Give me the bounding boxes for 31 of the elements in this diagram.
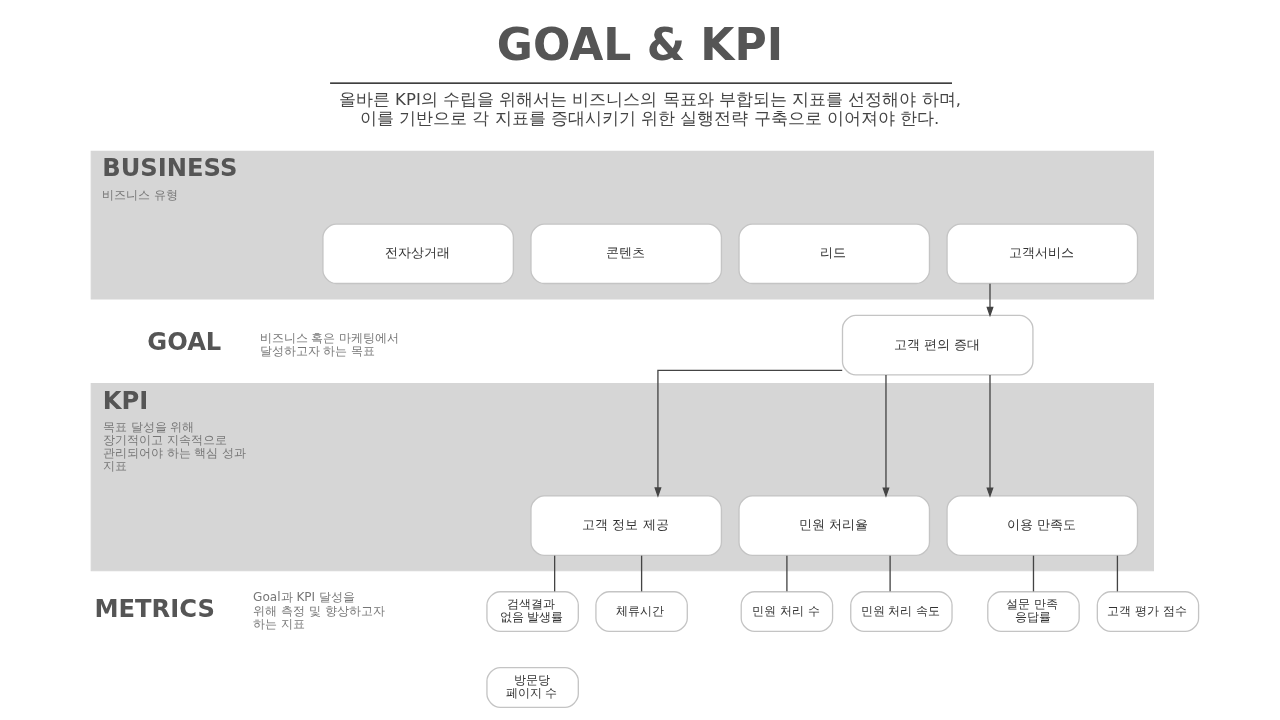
node-box: 리드 <box>737 223 930 285</box>
node-box: 고객 평가 점수 <box>1096 591 1199 632</box>
node-box: 고객서비스 <box>945 223 1138 285</box>
node-box: 전자상거래 <box>321 223 514 285</box>
arrow <box>881 374 890 498</box>
node-box: 민원 처리율 <box>737 495 930 557</box>
node-box: 고객 정보 제공 <box>529 495 722 557</box>
label: METRICS <box>94 594 215 623</box>
label: Goal과 KPI 달성을 위해 측정 및 향상하고자 하는 지표 <box>252 590 385 631</box>
diagram-title: GOAL & KPI <box>496 19 783 71</box>
connector <box>1032 555 1034 592</box>
caption: 올바른 KPI의 수립을 위해서는 비즈니스의 목표와 부합되는 지표를 선정해야 하며, 이를 기반으로 각 지표를 증대시키기 위한 실행전략 구축으로 이어져야 한다. <box>338 90 961 128</box>
node-box: 이용 만족도 <box>945 495 1138 557</box>
node-box: 민원 처리 속도 <box>849 591 953 632</box>
node-box: 방문당 페이지 수 <box>485 667 579 708</box>
arrow <box>985 374 994 498</box>
arrow <box>653 369 843 498</box>
node-box: 설문 만족 응답률 <box>986 591 1080 632</box>
node-box: 체류시간 <box>594 591 688 632</box>
label: 비즈니스 혹은 마케팅에서 달성하고자 하는 목표 <box>259 330 399 358</box>
node-box: 검색결과 없음 발생률 <box>485 591 579 632</box>
label: GOAL <box>146 328 221 357</box>
connector <box>553 555 555 592</box>
arrow <box>985 283 994 318</box>
connector <box>888 555 891 592</box>
connector <box>640 555 642 592</box>
node-box: 민원 처리 수 <box>740 591 833 632</box>
node-box: 콘텐츠 <box>529 223 722 285</box>
connector <box>785 555 788 592</box>
node-box: 고객 편의 증대 <box>841 314 1034 376</box>
connector <box>1116 555 1118 592</box>
